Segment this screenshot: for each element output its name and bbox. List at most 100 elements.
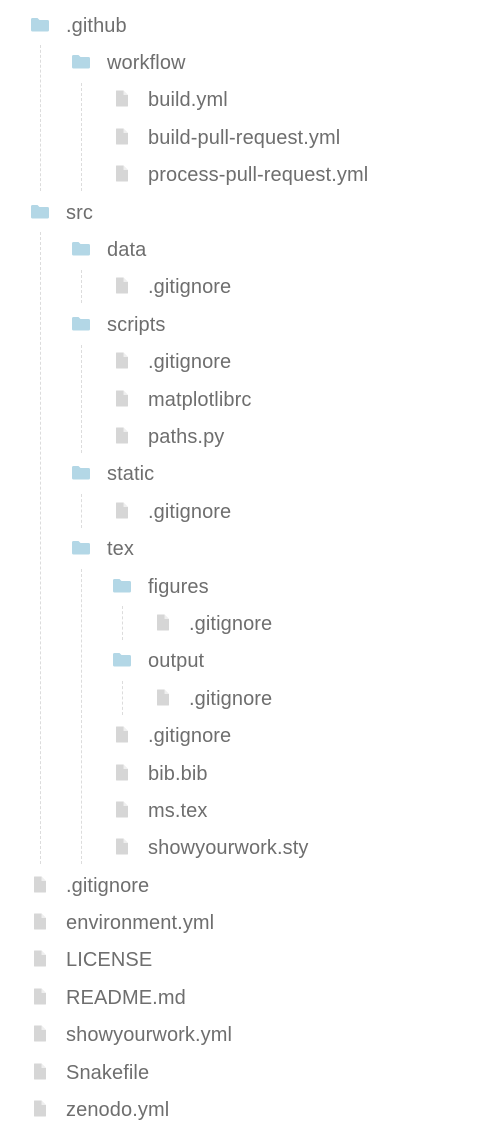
file-icon	[33, 876, 47, 898]
file-icon	[156, 689, 170, 711]
tree-item-label: .gitignore	[189, 687, 273, 710]
tree-folder-row[interactable]: tex	[0, 531, 486, 568]
tree-folder-row[interactable]: .github	[0, 8, 486, 45]
tree-file-row[interactable]: LICENSE	[0, 943, 486, 980]
tree-item-label: .gitignore	[148, 725, 232, 748]
folder-icon	[112, 577, 132, 598]
tree-folder-row[interactable]: figures	[0, 569, 486, 606]
file-icon	[115, 764, 129, 786]
tree-item-label: .gitignore	[148, 351, 232, 374]
file-icon	[156, 614, 170, 636]
tree-item-label: static	[107, 463, 155, 486]
tree-guide-line	[81, 494, 82, 528]
tree-file-row[interactable]: .gitignore	[0, 868, 486, 905]
tree-file-row[interactable]: matplotlibrc	[0, 382, 486, 419]
tree-file-row[interactable]: .gitignore	[0, 270, 486, 307]
tree-file-row[interactable]: paths.py	[0, 419, 486, 456]
tree-item-label: figures	[148, 575, 209, 598]
tree-file-row[interactable]: build.yml	[0, 83, 486, 120]
tree-file-row[interactable]: showyourwork.yml	[0, 1018, 486, 1055]
tree-file-row[interactable]: .gitignore	[0, 606, 486, 643]
tree-guide-line	[81, 82, 82, 191]
tree-item-label: paths.py	[148, 426, 225, 449]
tree-item-label: src	[66, 201, 93, 224]
tree-item-label: .gitignore	[148, 276, 232, 299]
folder-icon	[71, 315, 91, 336]
tree-guide-line	[40, 232, 41, 865]
file-tree: .github workflow build.yml build-pull-reque…	[0, 8, 486, 1130]
file-icon	[33, 913, 47, 935]
tree-file-row[interactable]: Snakefile	[0, 1055, 486, 1092]
tree-item-label: process-pull-request.yml	[148, 164, 369, 187]
tree-item-label: build-pull-request.yml	[148, 126, 341, 149]
file-icon	[115, 352, 129, 374]
tree-item-label: Snakefile	[66, 1061, 150, 1084]
file-icon	[115, 277, 129, 299]
tree-folder-row[interactable]: output	[0, 644, 486, 681]
folder-icon	[71, 540, 91, 561]
file-icon	[115, 165, 129, 187]
tree-item-label: matplotlibrc	[148, 388, 252, 411]
tree-item-label: environment.yml	[66, 912, 215, 935]
tree-file-row[interactable]: README.md	[0, 980, 486, 1017]
tree-item-label: .gitignore	[189, 612, 273, 635]
file-icon	[115, 390, 129, 412]
folder-icon	[71, 241, 91, 262]
file-icon	[33, 1063, 47, 1085]
tree-folder-row[interactable]: scripts	[0, 307, 486, 344]
tree-item-label: build.yml	[148, 89, 228, 112]
file-icon	[33, 1025, 47, 1047]
tree-item-label: showyourwork.yml	[66, 1024, 233, 1047]
tree-item-label: output	[148, 650, 205, 673]
file-icon	[33, 988, 47, 1010]
tree-item-label: .github	[66, 14, 127, 37]
tree-file-row[interactable]: build-pull-request.yml	[0, 120, 486, 157]
tree-folder-row[interactable]: static	[0, 457, 486, 494]
tree-guide-line	[40, 45, 41, 191]
file-icon	[33, 950, 47, 972]
tree-item-label: bib.bib	[148, 762, 208, 785]
file-icon	[115, 726, 129, 748]
tree-file-row[interactable]: zenodo.yml	[0, 1092, 486, 1129]
tree-item-label: tex	[107, 538, 134, 561]
tree-item-label: LICENSE	[66, 949, 153, 972]
tree-item-label: README.md	[66, 986, 186, 1009]
tree-file-row[interactable]: .gitignore	[0, 494, 486, 531]
file-icon	[33, 1100, 47, 1122]
folder-icon	[30, 16, 50, 37]
tree-folder-row[interactable]: workflow	[0, 45, 486, 82]
folder-icon	[71, 54, 91, 75]
file-icon	[115, 502, 129, 524]
tree-file-row[interactable]: showyourwork.sty	[0, 831, 486, 868]
folder-icon	[112, 652, 132, 673]
file-icon	[115, 427, 129, 449]
file-icon	[115, 838, 129, 860]
tree-item-label: .gitignore	[148, 500, 232, 523]
tree-file-row[interactable]: .gitignore	[0, 345, 486, 382]
tree-guide-line	[122, 606, 123, 640]
tree-guide-line	[81, 269, 82, 304]
tree-guide-line	[122, 681, 123, 715]
tree-item-label: ms.tex	[148, 799, 208, 822]
tree-file-row[interactable]: bib.bib	[0, 756, 486, 793]
tree-item-label: data	[107, 239, 147, 262]
tree-item-label: .gitignore	[66, 874, 150, 897]
tree-file-row[interactable]: environment.yml	[0, 905, 486, 942]
tree-item-label: scripts	[107, 313, 166, 336]
file-icon	[115, 801, 129, 823]
folder-icon	[71, 465, 91, 486]
tree-item-label: zenodo.yml	[66, 1099, 170, 1122]
tree-guide-line	[81, 569, 82, 865]
tree-file-row[interactable]: ms.tex	[0, 793, 486, 830]
tree-item-label: workflow	[107, 52, 186, 75]
tree-file-row[interactable]: process-pull-request.yml	[0, 158, 486, 195]
file-icon	[115, 90, 129, 112]
tree-file-row[interactable]: .gitignore	[0, 681, 486, 718]
tree-item-label: showyourwork.sty	[148, 837, 309, 860]
tree-guide-line	[81, 344, 82, 453]
tree-folder-row[interactable]: data	[0, 232, 486, 269]
tree-folder-row[interactable]: src	[0, 195, 486, 232]
folder-icon	[30, 203, 50, 224]
tree-file-row[interactable]: .gitignore	[0, 718, 486, 755]
file-icon	[115, 128, 129, 150]
